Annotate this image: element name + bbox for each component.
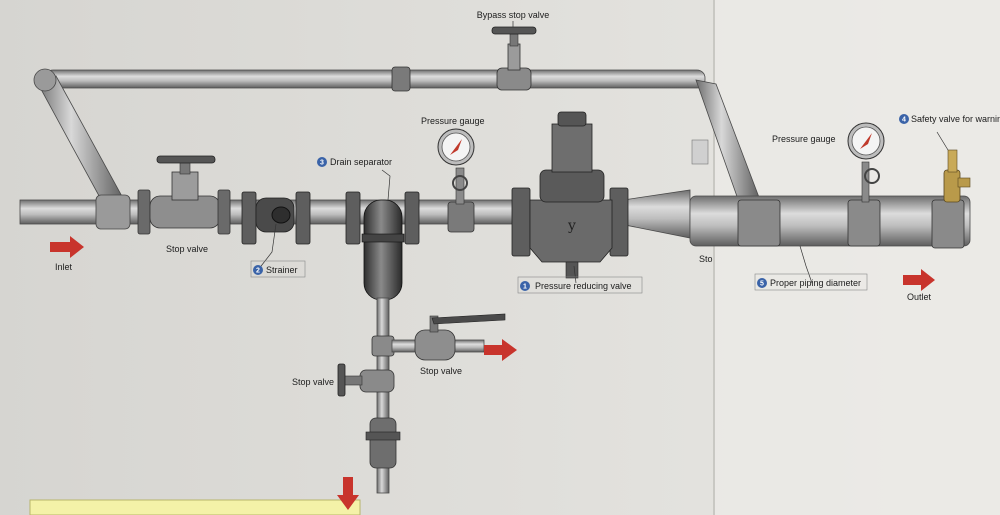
leader-lines	[257, 21, 949, 284]
marker-strainer: 2	[253, 265, 263, 275]
safety-valve	[943, 149, 971, 203]
bypass-union	[391, 66, 411, 92]
outlet-pipe	[689, 195, 971, 247]
drain-outlet-arrow	[484, 339, 517, 361]
pressure-reducing-valve-label: Pressure reducing valve	[535, 281, 632, 291]
proper-piping-diameter-label-box	[754, 273, 868, 291]
drain-down-arrow	[337, 477, 359, 510]
marker-drain-separator: 3	[317, 157, 327, 167]
proper-piping-diameter-label: Proper piping diameter	[770, 278, 861, 288]
highlight-box	[29, 499, 361, 515]
svg-text:1: 1	[523, 284, 527, 291]
pressure-gauge-2	[847, 122, 885, 203]
inlet-arrow	[50, 236, 84, 258]
outlet-fittings	[737, 199, 965, 249]
svg-text:y: y	[567, 218, 576, 234]
safety-valve-label: Safety valve for warning	[911, 114, 1000, 124]
marker-safety-valve: 4	[899, 114, 909, 124]
inlet-label: Inlet	[55, 262, 73, 272]
svg-text:4: 4	[902, 117, 906, 124]
pressure-gauge-1-label: Pressure gauge	[421, 116, 485, 126]
drain-separator-label: Drain separator	[330, 157, 392, 167]
main-stop-valve-label: Stop valve	[166, 244, 208, 254]
svg-text:5: 5	[760, 281, 764, 288]
svg-text:3: 3	[320, 160, 324, 167]
pressure-gauge-1	[437, 128, 475, 233]
strainer-label-box	[250, 260, 306, 278]
strainer-label: Strainer	[266, 265, 298, 275]
main-stop-valve	[137, 155, 231, 235]
outlet-label: Outlet	[907, 292, 932, 302]
drain-branch	[337, 297, 506, 494]
page-right-side	[715, 0, 1000, 515]
drain-separator	[345, 191, 420, 301]
strainer	[241, 191, 311, 245]
bypass-line	[33, 26, 761, 206]
drain-stop-valve-label: Stop valve	[420, 366, 462, 376]
marker-pressure-reducing-valve: 1	[520, 281, 530, 291]
drain-left-stop-valve-label: Stop valve	[292, 377, 334, 387]
outlet-arrow	[903, 269, 935, 291]
pressure-reducing-valve: y	[511, 111, 629, 279]
pressure-gauge-2-label: Pressure gauge	[772, 134, 836, 144]
marker-proper-piping-diameter: 5	[757, 278, 767, 288]
bypass-stop-valve	[491, 26, 537, 91]
svg-text:2: 2	[256, 268, 260, 275]
pressure-reducing-valve-label-box	[517, 276, 643, 294]
cut-off-label: Sto	[699, 254, 713, 264]
bypass-stop-valve-label: Bypass stop valve	[477, 10, 550, 20]
